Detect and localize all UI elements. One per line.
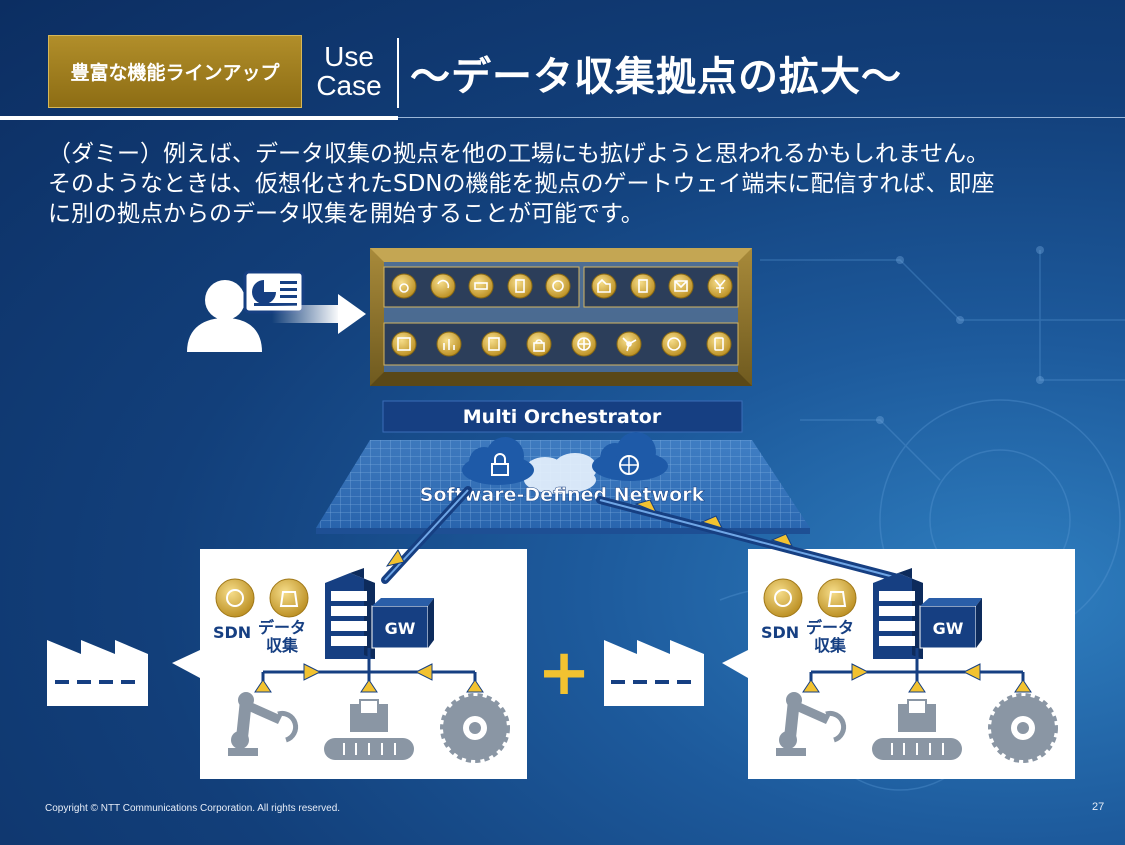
security-cloud-icon (462, 437, 534, 485)
use-case-label: Use Case (310, 42, 388, 100)
use-case-line-2: Case (316, 70, 382, 101)
gateway-icon (919, 598, 982, 649)
uplink-left (381, 486, 472, 584)
factory-icon-left (47, 640, 148, 706)
network-cloud-icon (592, 432, 668, 481)
gw-label-left: GW (385, 619, 416, 638)
deploy-arrow-icon (272, 294, 366, 334)
server-icon (873, 568, 923, 659)
uplink-arrows (385, 499, 793, 567)
conveyor-icon (872, 699, 962, 760)
sdn-label: Software-Defined Network (420, 484, 705, 506)
page-title: 〜データ収集拠点の拡大〜 (410, 54, 902, 100)
collection-arrows (254, 663, 484, 693)
feature-lineup-tag: 豊富な機能ラインアップ (48, 35, 302, 108)
gateway-icon (371, 598, 434, 649)
orchestrator-label: Multi Orchestrator (463, 406, 662, 428)
robot-arm-icon (228, 692, 299, 756)
use-case-line-1: Use (324, 41, 374, 72)
gw-label-right: GW (933, 619, 964, 638)
collect-label-left: 収集 (266, 636, 299, 655)
header-thin-line (398, 117, 1125, 118)
site-right: SDN データ 収集 GW (761, 568, 1058, 763)
saw-blade-icon (440, 693, 510, 763)
copyright-text: Copyright © NTT Communications Corporati… (45, 803, 341, 814)
data-label-right: データ (806, 618, 854, 637)
description-line-1: （ダミー）例えば、データ収集の拠点を他の工場にも拡げようと思われるかもしれません… (48, 141, 990, 167)
sdn-label-right: SDN (761, 623, 799, 642)
sdn-label-left: SDN (213, 623, 251, 642)
saw-blade-icon (988, 693, 1058, 763)
page-number: 27 (1092, 801, 1105, 813)
function-icon-glyphs (397, 278, 726, 352)
factory-icon-middle (604, 640, 704, 706)
plus-sign: + (537, 636, 591, 710)
description-line-3: に別の拠点からのデータ収集を開始することが可能です。 (48, 201, 644, 227)
data-label-left: データ (258, 618, 306, 637)
collect-label-right: 収集 (814, 636, 847, 655)
operator-user-icon (187, 280, 262, 352)
cloud-icon (524, 453, 597, 494)
robot-arm-icon (776, 692, 847, 756)
uplink-right (596, 496, 902, 582)
header-divider (397, 38, 399, 108)
server-icon (325, 568, 375, 659)
conveyor-icon (324, 699, 414, 760)
collection-arrows (802, 663, 1032, 693)
callout-pointer-left (172, 650, 200, 678)
data-collection-icon (817, 578, 857, 618)
orchestrator-bar (382, 400, 743, 433)
sdn-function-icon (763, 578, 803, 618)
sdn-function-icon (215, 578, 255, 618)
site-left: SDN データ 収集 GW (213, 568, 510, 763)
description-text: （ダミー）例えば、データ収集の拠点を他の工場にも拡げようと思われるかもしれません… (48, 139, 1088, 229)
data-collection-icon (269, 578, 309, 618)
callout-pointer-right (722, 650, 748, 678)
header-underline (0, 116, 398, 120)
function-catalog-box (370, 248, 752, 386)
description-line-2: そのようなときは、仮想化されたSDNの機能を拠点のゲートウェイ端末に配信すれば、… (48, 171, 995, 197)
